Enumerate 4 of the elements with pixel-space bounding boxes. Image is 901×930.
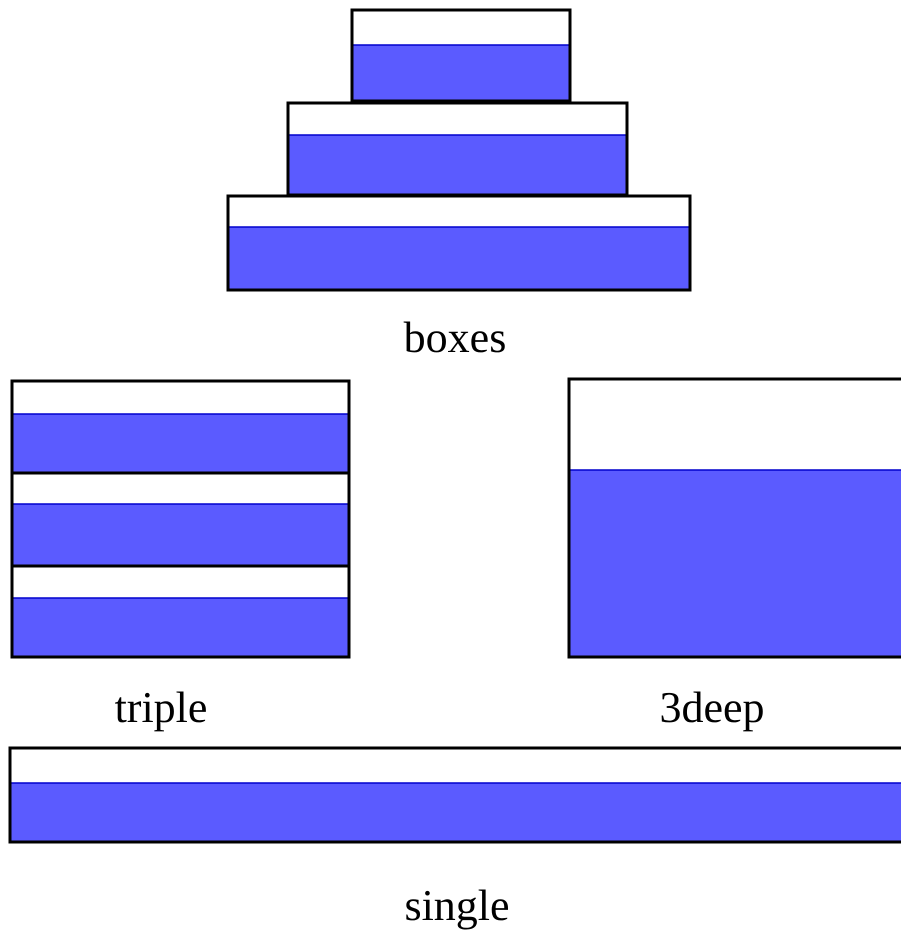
caption: triple [114, 686, 208, 730]
caption: single [404, 884, 510, 928]
caption: boxes [404, 316, 506, 360]
caption: 3deep [659, 686, 765, 730]
